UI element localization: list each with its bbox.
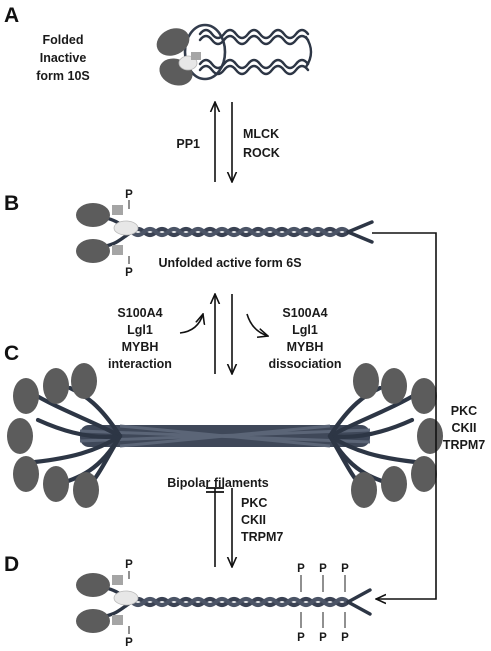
motor-head [43,368,69,404]
panel-label-d: D [4,553,19,576]
phosphate-marker: P [125,637,133,649]
motor-head [156,28,190,56]
phosphate-marker: P [297,632,305,644]
phosphate-marker: P [341,563,349,575]
state-b-label: Unfolded active form 6S [158,256,301,270]
panel-label-c: C [4,342,19,365]
motor-head [43,466,69,502]
regulatory-light-chain [112,205,123,215]
regulatory-light-chain [191,52,201,60]
dissociation-factor-mybh: MYBH [287,340,324,354]
motor-head [417,418,443,454]
phosphate-marker: P [297,563,305,575]
curved-arrow-dissociation [246,313,268,336]
motor-head [71,363,97,399]
motor-head [411,378,437,414]
interaction-label: interaction [108,357,172,371]
side-kinase-label-ckii: CKII [452,421,477,435]
kinase-label-rock: ROCK [243,146,280,160]
kinase-label-pkc: PKC [241,496,267,510]
kinase-label-mlck: MLCK [243,127,279,141]
regulatory-light-chain [112,615,123,625]
bipolar-filament [7,363,443,508]
essential-light-chain [113,220,139,236]
motor-head [381,368,407,404]
unfolded-myosin-6s: P P [76,189,374,279]
panel-label-b: B [4,192,19,215]
dissociation-factor-lgl1: Lgl1 [292,323,318,337]
state-a-label-line3: form 10S [36,69,90,83]
motor-head [76,203,110,227]
kinase-label-ckii: CKII [241,513,266,527]
dissociation-factor-s100a4: S100A4 [282,306,327,320]
folded-myosin-10s [156,23,313,86]
interaction-factor-mybh: MYBH [122,340,159,354]
tail-phosphorylated-myosin: P P P P P P P P [76,559,372,649]
motor-head [7,418,33,454]
state-a-label-line1: Folded [43,33,84,47]
side-kinase-label-pkc: PKC [451,404,477,418]
regulatory-light-chain [112,245,123,255]
motor-head [76,239,110,263]
essential-light-chain [113,590,139,606]
interaction-factor-lgl1: Lgl1 [127,323,153,337]
phosphate-marker: P [341,632,349,644]
state-c-label: Bipolar filaments [167,476,268,490]
connector-b-to-d [372,232,437,599]
interaction-factor-s100a4: S100A4 [117,306,162,320]
state-a-label-line2: Inactive [40,51,87,65]
side-kinase-label-trpm7: TRPM7 [443,438,485,452]
motor-head [76,573,110,597]
phosphate-marker: P [125,189,133,201]
motor-head [13,378,39,414]
phosphatase-label: PP1 [176,137,200,151]
folded-coiled-tail [183,23,313,81]
motor-head [76,609,110,633]
motor-head [353,363,379,399]
dissociation-label: dissociation [269,357,342,371]
coiled-coil-tail [103,216,374,248]
motor-head [351,472,377,508]
phosphate-marker: P [125,559,133,571]
phosphate-marker: P [319,632,327,644]
motor-head [381,466,407,502]
kinase-label-trpm7: TRPM7 [241,530,283,544]
motor-head [411,456,437,492]
motor-head [73,472,99,508]
phosphate-marker: P [319,563,327,575]
panel-label-a: A [4,4,19,27]
coiled-coil-tail [103,586,372,618]
phosphate-marker: P [125,267,133,279]
regulatory-light-chain [112,575,123,585]
curved-arrow-interaction [179,314,203,334]
motor-head [13,456,39,492]
